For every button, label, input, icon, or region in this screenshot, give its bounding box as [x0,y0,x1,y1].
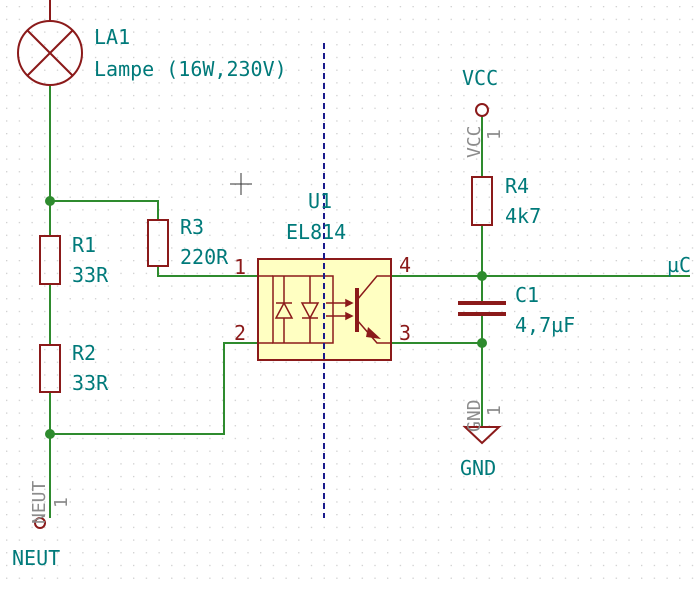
power-pin-labels: VCC 1 GND 1 NEUT 1 [29,125,505,524]
r1-value: 33R [72,263,109,287]
vcc-pin-num: 1 [484,129,505,140]
resistor-r4[interactable] [471,176,493,226]
r3-value: 220R [180,245,229,269]
r4-value: 4k7 [505,204,541,228]
wire-r3-pin1 [157,266,258,277]
c1-ref: C1 [515,283,539,307]
vcc-pin-name: VCC [464,125,485,158]
pin-number: 3 [399,321,411,345]
transistor-collector [356,275,391,301]
resistors [39,176,493,393]
junctions [45,196,487,439]
ic-internals [258,275,391,344]
r2-ref: R2 [72,341,96,365]
junction-dot [45,429,55,439]
power-symbols [34,103,502,529]
labels: LA1 Lampe (16W,230V) R1 33R R2 33R R3 22… [12,25,691,570]
uc-net-label: µC [667,253,691,277]
resistor-r2[interactable] [39,344,61,393]
junction-dot [477,338,487,348]
light-arrowhead [345,311,354,321]
led-loop [272,275,334,344]
pin-number: 2 [234,321,246,345]
r1-ref: R1 [72,233,96,257]
r4-ref: R4 [505,174,529,198]
capacitor-c1[interactable] [458,301,506,316]
junction-dot [45,196,55,206]
pin-number: 4 [399,253,411,277]
pin-numbers: 1 2 3 4 [234,253,411,345]
junction-dot [477,271,487,281]
wires [49,86,690,518]
r3-ref: R3 [180,215,204,239]
gnd-pin-num: 1 [484,405,505,416]
neut-pin-num: 1 [51,497,72,508]
neut-symbol[interactable] [34,517,46,529]
neut-label: NEUT [12,546,60,570]
gnd-pin-name: GND [464,399,485,432]
resistor-r1[interactable] [39,235,61,285]
la1-ref: LA1 [94,25,130,49]
lamp-cross [26,29,74,77]
vcc-symbol[interactable] [475,103,489,117]
u1-ref: U1 [308,189,332,213]
la1-value: Lampe (16W,230V) [94,57,287,81]
emitter-arrowhead [366,327,381,339]
gnd-symbol[interactable] [462,426,502,445]
transistor-emitter [356,319,391,344]
pin-number: 1 [234,255,246,279]
light-arrowhead [345,298,354,308]
vcc-label: VCC [462,66,498,90]
gnd-label: GND [460,456,496,480]
wire-junction-r3 [50,200,159,220]
neut-pin-name: NEUT [29,480,50,524]
cursor-crosshair [230,173,252,195]
r2-value: 33R [72,371,109,395]
c1-value: 4,7µF [515,313,575,337]
wire-pin2-neut [50,342,258,435]
lamp-la1[interactable] [17,0,83,86]
resistor-r3[interactable] [147,219,169,267]
u1-value: EL814 [286,220,346,244]
